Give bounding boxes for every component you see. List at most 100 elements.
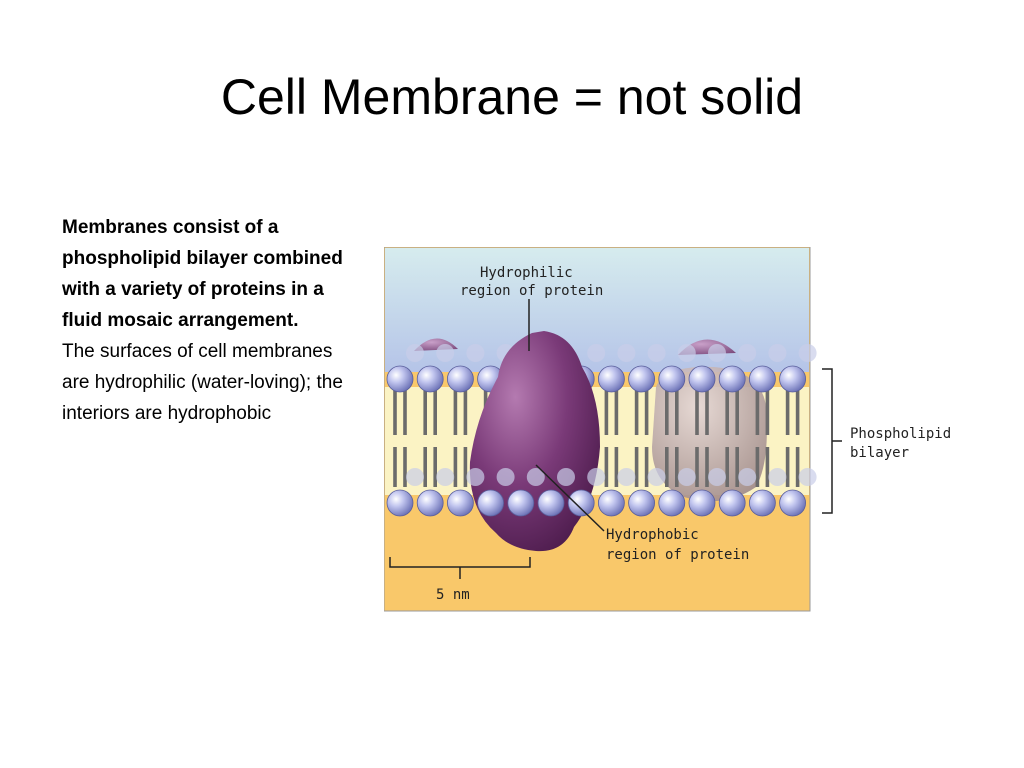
body-text-bold: Membranes consist of a phospholipid bila… — [62, 217, 343, 331]
lipid-tail — [795, 387, 800, 435]
lipid-head-back — [587, 468, 606, 486]
lipid-tail — [765, 387, 770, 435]
lipid-head — [628, 489, 656, 517]
lipid-head — [748, 489, 776, 517]
lipid-tail — [644, 447, 649, 487]
hydrophilic-label-line1: Hydrophilic — [480, 265, 573, 281]
body-text: Membranes consist of a phospholipid bila… — [62, 212, 362, 429]
lipid-head — [537, 489, 565, 517]
hydrophobic-label-line1: Hydrophobic — [606, 527, 699, 543]
lipid-tail — [735, 387, 739, 435]
lipid-tail — [755, 387, 760, 435]
lipid-head-back — [708, 468, 726, 486]
lipid-tail — [644, 387, 649, 435]
lipid-head — [718, 489, 746, 517]
lipid-tail — [614, 387, 619, 435]
lipid-head — [597, 489, 625, 517]
lipid-head-back — [677, 344, 696, 362]
lipid-head-back — [677, 468, 696, 486]
lipid-tail — [393, 387, 397, 435]
lipid-head — [386, 489, 414, 517]
lipid-tail — [604, 387, 609, 435]
lipid-head-back — [496, 468, 515, 486]
lipid-tail — [735, 447, 739, 487]
lipid-head-back — [526, 468, 545, 486]
lipid-head-back — [768, 344, 787, 362]
lipid-tail — [675, 447, 679, 487]
lipid-tail — [463, 387, 468, 435]
lipid-head — [507, 489, 535, 517]
lipid-head — [447, 489, 474, 517]
lipid-head — [416, 365, 444, 393]
scale-bar-label: 5 nm — [436, 587, 470, 603]
lipid-tail — [705, 387, 709, 435]
lipid-head — [386, 365, 414, 393]
lipid-head-back — [617, 344, 636, 362]
lipid-head-back — [436, 468, 455, 486]
lipid-tail — [393, 447, 397, 487]
lipid-tail — [725, 447, 729, 487]
lipid-head-back — [617, 468, 636, 486]
lipid-tail — [785, 387, 790, 435]
lipid-tail — [795, 447, 800, 487]
bilayer-label-line2: bilayer — [850, 445, 909, 461]
lipid-head-back — [436, 344, 455, 362]
lipid-tail — [755, 447, 760, 487]
lipid-tail — [634, 387, 639, 435]
lipid-tail — [665, 447, 669, 487]
membrane-diagram: Hydrophilic region of protein Hydrophobi… — [384, 247, 951, 612]
lipid-head-back — [647, 344, 666, 362]
lipid-head — [748, 365, 776, 393]
lipid-head — [779, 365, 807, 393]
lipid-tail — [695, 447, 699, 487]
lipid-head-back — [466, 344, 485, 362]
lipid-head — [597, 365, 625, 393]
lipid-tail — [604, 447, 609, 487]
hydrophilic-label-line2: region of protein — [460, 283, 603, 299]
lipid-tail — [765, 447, 770, 487]
lipid-head — [416, 489, 444, 517]
bilayer-bracket — [822, 368, 842, 514]
lipid-head-back — [738, 344, 757, 362]
lipid-tail — [785, 447, 790, 487]
lipid-heads-top — [386, 344, 817, 393]
lipid-head-back — [406, 468, 424, 486]
lipid-heads-bottom — [386, 468, 817, 517]
lipid-tail — [423, 387, 427, 435]
lipid-head — [688, 489, 716, 517]
lipid-head-back — [557, 468, 575, 486]
lipid-head — [688, 365, 716, 393]
lipid-head — [718, 365, 746, 393]
lipid-head — [658, 489, 686, 517]
lipid-tail — [725, 387, 729, 435]
lipid-head-back — [768, 468, 787, 486]
slide-title: Cell Membrane = not solid — [220, 69, 804, 125]
lipid-tail — [453, 387, 458, 435]
hydrophobic-label-line2: region of protein — [606, 547, 749, 563]
lipid-tail — [423, 447, 427, 487]
lipid-head — [628, 365, 656, 393]
lipid-head — [658, 365, 686, 393]
lipid-tail — [614, 447, 619, 487]
lipid-head-back — [587, 344, 606, 362]
lipid-tail — [463, 447, 468, 487]
lipid-tail — [695, 387, 699, 435]
lipid-head-back — [466, 468, 485, 486]
hydrophobic-leader-line — [535, 464, 605, 532]
lipid-head-back — [647, 468, 666, 486]
lipid-tail — [403, 447, 407, 487]
scale-bar — [389, 557, 531, 579]
lipid-head — [779, 489, 807, 517]
bilayer-label-line1: Phospholipid — [850, 426, 951, 442]
lipid-head-back — [708, 344, 726, 362]
lipid-tail — [675, 387, 679, 435]
lipid-tail — [403, 387, 407, 435]
lipid-head-back — [798, 468, 817, 486]
lipid-tail — [453, 447, 458, 487]
body-text-normal: The surfaces of cell membranes are hydro… — [62, 341, 343, 424]
lipid-tail — [705, 447, 709, 487]
lipid-head-back — [406, 344, 424, 362]
lipid-tail — [634, 447, 639, 487]
lipid-tail — [433, 447, 437, 487]
lipid-head — [447, 365, 474, 393]
